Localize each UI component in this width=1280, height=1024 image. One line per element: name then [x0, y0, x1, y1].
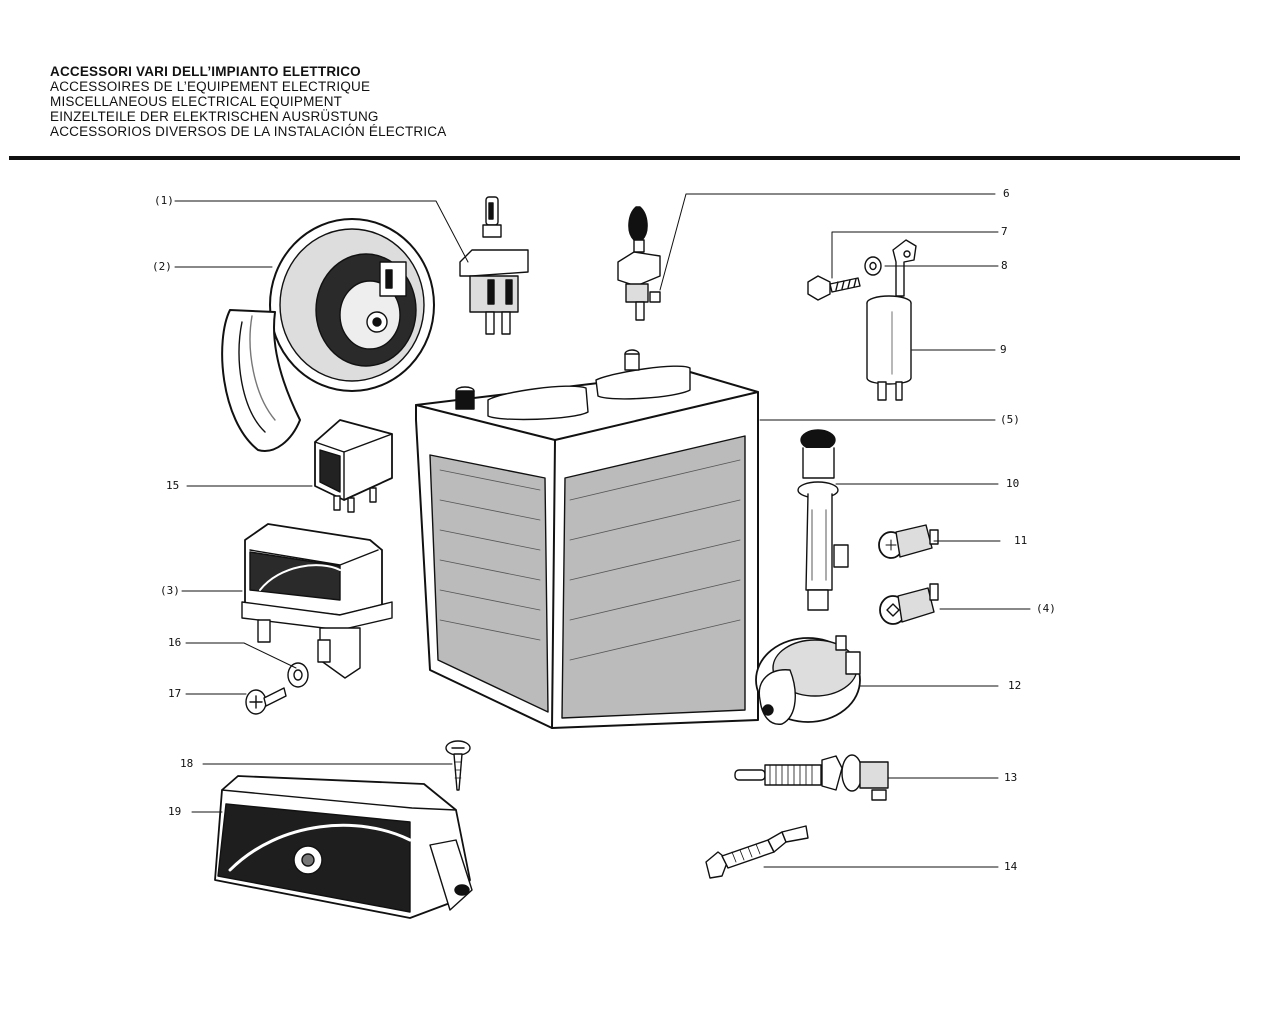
- header-rule: [9, 156, 1240, 160]
- callout-16: 16: [168, 636, 181, 649]
- leader-6: [659, 193, 996, 291]
- lamp-switch-icon: [879, 583, 939, 625]
- title-spanish: ACCESSORIOS DIVERSOS DE LA INSTALACIÓN É…: [50, 124, 447, 139]
- callout-10: 10: [1006, 477, 1019, 490]
- leader-7: [831, 231, 999, 279]
- callout-3: (3): [160, 584, 180, 597]
- callout-17: 17: [168, 687, 181, 700]
- regulator-screw-icon: [245, 687, 287, 715]
- capacitor-icon: [866, 239, 917, 401]
- callout-6: 6: [1003, 187, 1010, 200]
- callout-labels: (1) (2) (3) (4) (5) 6 7 8 9 10 11 12 13 …: [152, 187, 1056, 873]
- callout-14: 14: [1004, 860, 1018, 873]
- push-button-icon: [878, 524, 939, 559]
- cigar-lighter-icon: [797, 429, 849, 611]
- regulator-washer-icon: [287, 662, 309, 688]
- sender-icon: [705, 825, 809, 879]
- callout-12: 12: [1008, 679, 1021, 692]
- title-block: ACCESSORI VARI DELL’IMPIANTO ELETTRICO A…: [50, 64, 446, 139]
- callout-7: 7: [1001, 225, 1008, 238]
- title-german: EINZELTEILE DER ELEKTRISCHEN AUSRÜSTUNG: [50, 109, 379, 124]
- callout-8: 8: [1001, 259, 1008, 272]
- title-italian: ACCESSORI VARI DELL’IMPIANTO ELETTRICO: [50, 64, 361, 79]
- callout-13: 13: [1004, 771, 1017, 784]
- door-switch-icon: [734, 754, 889, 801]
- callout-15: 15: [166, 479, 179, 492]
- leader-1: [174, 200, 469, 263]
- lamp-housing-screw-icon: [445, 740, 471, 791]
- leader-16: [185, 642, 297, 669]
- leader-lines: [174, 193, 1031, 868]
- toggle-switch-icon: [459, 196, 529, 335]
- callout-1: (1): [154, 194, 174, 207]
- callout-9: 9: [1000, 343, 1007, 356]
- pressure-switch-icon: [755, 635, 861, 725]
- callout-2: (2): [152, 260, 172, 273]
- callout-4: (4): [1036, 602, 1056, 615]
- washer-icon: [864, 256, 882, 276]
- title-english: MISCELLANEOUS ELECTRICAL EQUIPMENT: [50, 94, 343, 109]
- horn-icon: [221, 218, 435, 452]
- callout-11: 11: [1014, 534, 1027, 547]
- lamp-housing-icon: [214, 775, 473, 919]
- callout-18: 18: [180, 757, 193, 770]
- battery-icon: [415, 349, 759, 729]
- relay-icon: [314, 419, 393, 513]
- screw-icon: [807, 275, 861, 301]
- callout-5: (5): [1000, 413, 1020, 426]
- key-switch-icon: [617, 206, 661, 321]
- regulator-icon: [241, 523, 393, 679]
- title-french: ACCESSOIRES DE L’EQUIPEMENT ELECTRIQUE: [50, 79, 371, 94]
- callout-19: 19: [168, 805, 181, 818]
